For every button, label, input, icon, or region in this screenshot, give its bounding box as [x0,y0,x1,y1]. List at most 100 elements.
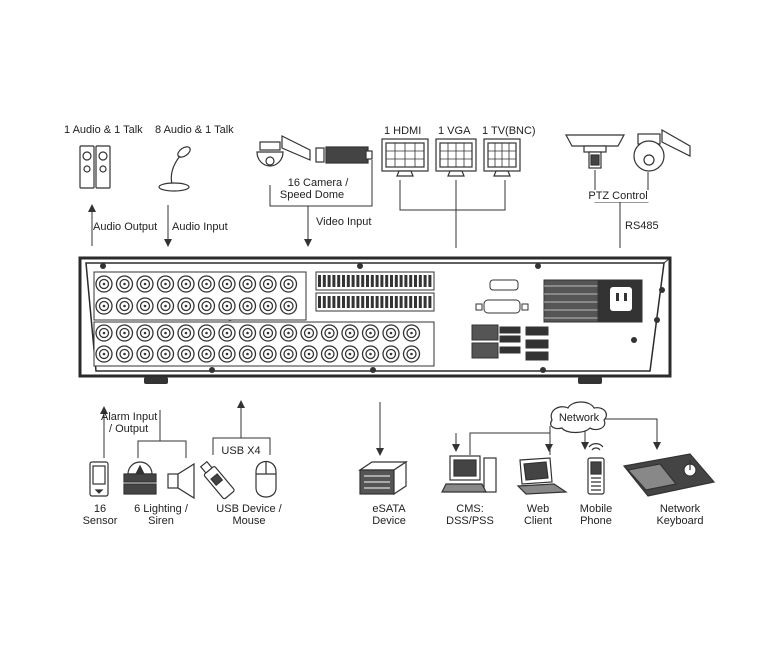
bnc-port-icon [402,324,421,342]
terminal-pin [351,296,355,308]
bnc-port-icon [136,297,154,315]
bnc-port-icon [115,297,134,315]
terminal-pin [423,296,427,308]
audio-input-label: Audio Input [172,221,228,233]
terminal-pin [351,275,355,287]
network-client-bracket [469,432,551,455]
speaker-icon [79,145,111,189]
lighting-label-line-1: 6 Lighting / [134,503,188,515]
bnc-port-icon [218,297,236,315]
network-label: Network [558,412,600,424]
bnc-port-icon [382,345,400,363]
tv-monitor-icon [483,138,521,177]
bottom-connectors [100,400,661,458]
hdmi-label: 1 HDMI [384,125,422,137]
cms-pc-icon [441,455,497,493]
cms-label-line-2: DSS/PSS [446,515,494,527]
sensor-icon [89,461,109,497]
bnc-port-icon [197,324,216,342]
microphone-icon [158,146,191,192]
serial-ports [475,279,529,314]
bnc-port-icon [238,275,257,293]
alarm-terminal-block [315,271,435,312]
bnc-port-icon [238,297,257,315]
bnc-port-icon [382,324,400,342]
video-input-label: Video Input [316,216,372,228]
terminal-pin [322,296,326,308]
bnc-port-icon [95,297,113,315]
bnc-port-icon [177,324,195,342]
rs485-label: RS485 [625,220,659,232]
terminal-pin [318,275,321,287]
terminal-pin [346,275,350,287]
usb-x4-label: USB X4 [219,445,263,457]
terminal-pin [399,275,403,287]
usb-bracket [212,437,271,455]
terminal-pin [332,296,336,308]
terminal-pin [380,296,384,308]
ptz-control-label: PTZ Control [586,190,650,202]
bnc-port-icon [259,324,277,342]
terminal-pin [409,296,413,308]
bnc-port-icon [320,324,339,342]
audio-output-label: Audio Output [93,221,158,233]
bnc-port-icon [259,275,277,293]
terminal-pin [327,275,331,287]
terminal-pin [409,275,413,287]
mobile-phone-icon [587,443,605,495]
network-keyboard-label-line-1: Network [659,503,701,515]
top-connectors [88,160,649,248]
audio-8-talk-label: 8 Audio & 1 Talk [155,124,234,136]
box-camera-icon [315,146,373,164]
bnc-port-icon [300,324,318,342]
camera-label-line-1: 16 Camera / [285,177,351,189]
siren-icon [167,462,195,500]
terminal-pin [418,275,422,287]
bnc-port-icon [320,345,339,363]
terminal-pin [404,275,408,287]
ptz-camera-icon [564,134,626,169]
bnc-port-icon [177,297,195,315]
terminal-pin [332,275,336,287]
network-keyboard-label-line-2: Keyboard [656,515,704,527]
sensor-label-line-2: Sensor [82,515,118,527]
bnc-port-icon [115,275,134,293]
bnc-port-icon [156,297,175,315]
esata-label-line-2: Device [372,515,406,527]
bnc-lower-block [93,321,435,367]
bnc-port-icon [177,345,195,363]
network-keyboard-icon [622,453,716,497]
ptz-dome-icon [633,128,691,172]
terminal-pin [370,296,374,308]
terminal-pin [418,296,422,308]
bnc-port-icon [136,275,154,293]
terminal-pin [414,275,417,287]
terminal-pin [428,296,432,308]
terminal-pin [390,296,393,308]
mobile-phone-label-line-2: Phone [580,515,612,527]
terminal-pin [404,296,408,308]
terminal-pin [327,296,331,308]
terminal-pin [318,296,321,308]
bnc-port-icon [361,324,380,342]
hdmi-monitor-icon [381,138,429,177]
terminal-pin [375,296,379,308]
speed-dome-camera-icon [256,135,311,167]
terminal-pin [385,275,389,287]
web-client-label-line-1: Web [526,503,550,515]
bnc-port-icon [156,275,175,293]
network-usb-ports [471,324,549,361]
bnc-port-icon [259,297,277,315]
alarm-label-line-1: Alarm Input [101,411,158,423]
bnc-port-icon [156,345,175,363]
terminal-pin [342,296,345,308]
terminal-pin [342,275,345,287]
terminal-pin [346,296,350,308]
network-cloud-icon [550,401,607,434]
dvr-rear-panel [78,256,672,384]
terminal-pin [423,275,427,287]
laptop-icon [516,457,568,495]
bnc-port-icon [279,324,298,342]
